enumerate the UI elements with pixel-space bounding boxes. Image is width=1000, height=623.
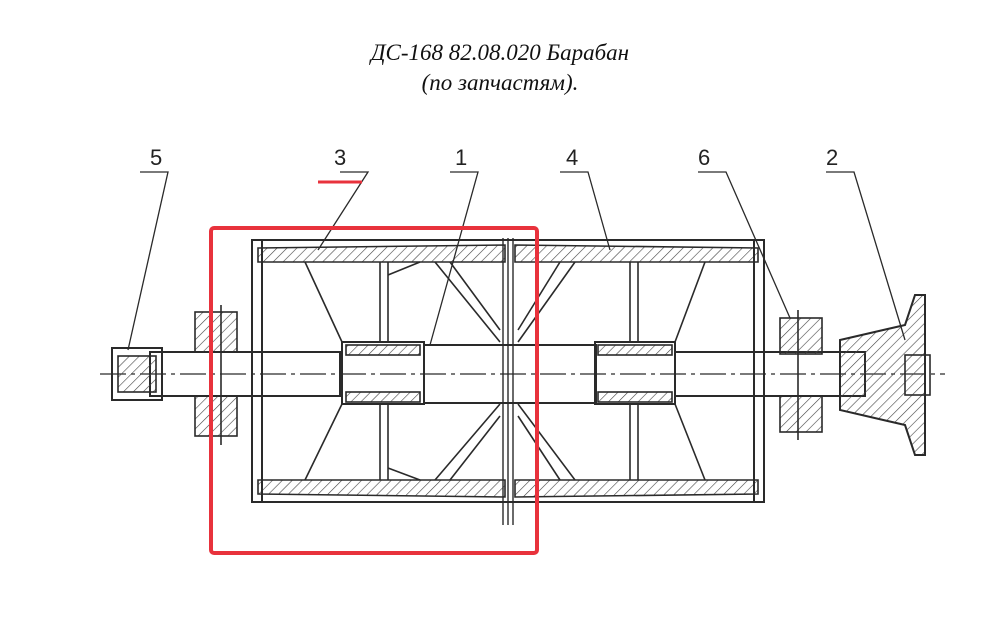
callout-5: 5 — [150, 145, 162, 170]
right-bearing — [779, 310, 823, 440]
drawing-title: ДС-168 82.08.020 Барабан (по запчастям). — [0, 38, 1000, 98]
right-flange — [839, 294, 931, 456]
leader-lines — [127, 171, 906, 351]
title-line-2: (по запчастям). — [421, 70, 579, 95]
callout-4: 4 — [566, 145, 578, 170]
callout-2: 2 — [826, 145, 838, 170]
right-hub — [517, 261, 706, 481]
left-bearing — [111, 305, 238, 445]
highlight-box — [209, 226, 539, 555]
title-line-1: ДС-168 82.08.020 Барабан — [370, 40, 630, 65]
left-hub — [304, 261, 501, 481]
callout-1: 1 — [455, 145, 467, 170]
callout-3: 3 — [334, 145, 346, 170]
drum-shell — [251, 238, 765, 525]
callout-6: 6 — [698, 145, 710, 170]
